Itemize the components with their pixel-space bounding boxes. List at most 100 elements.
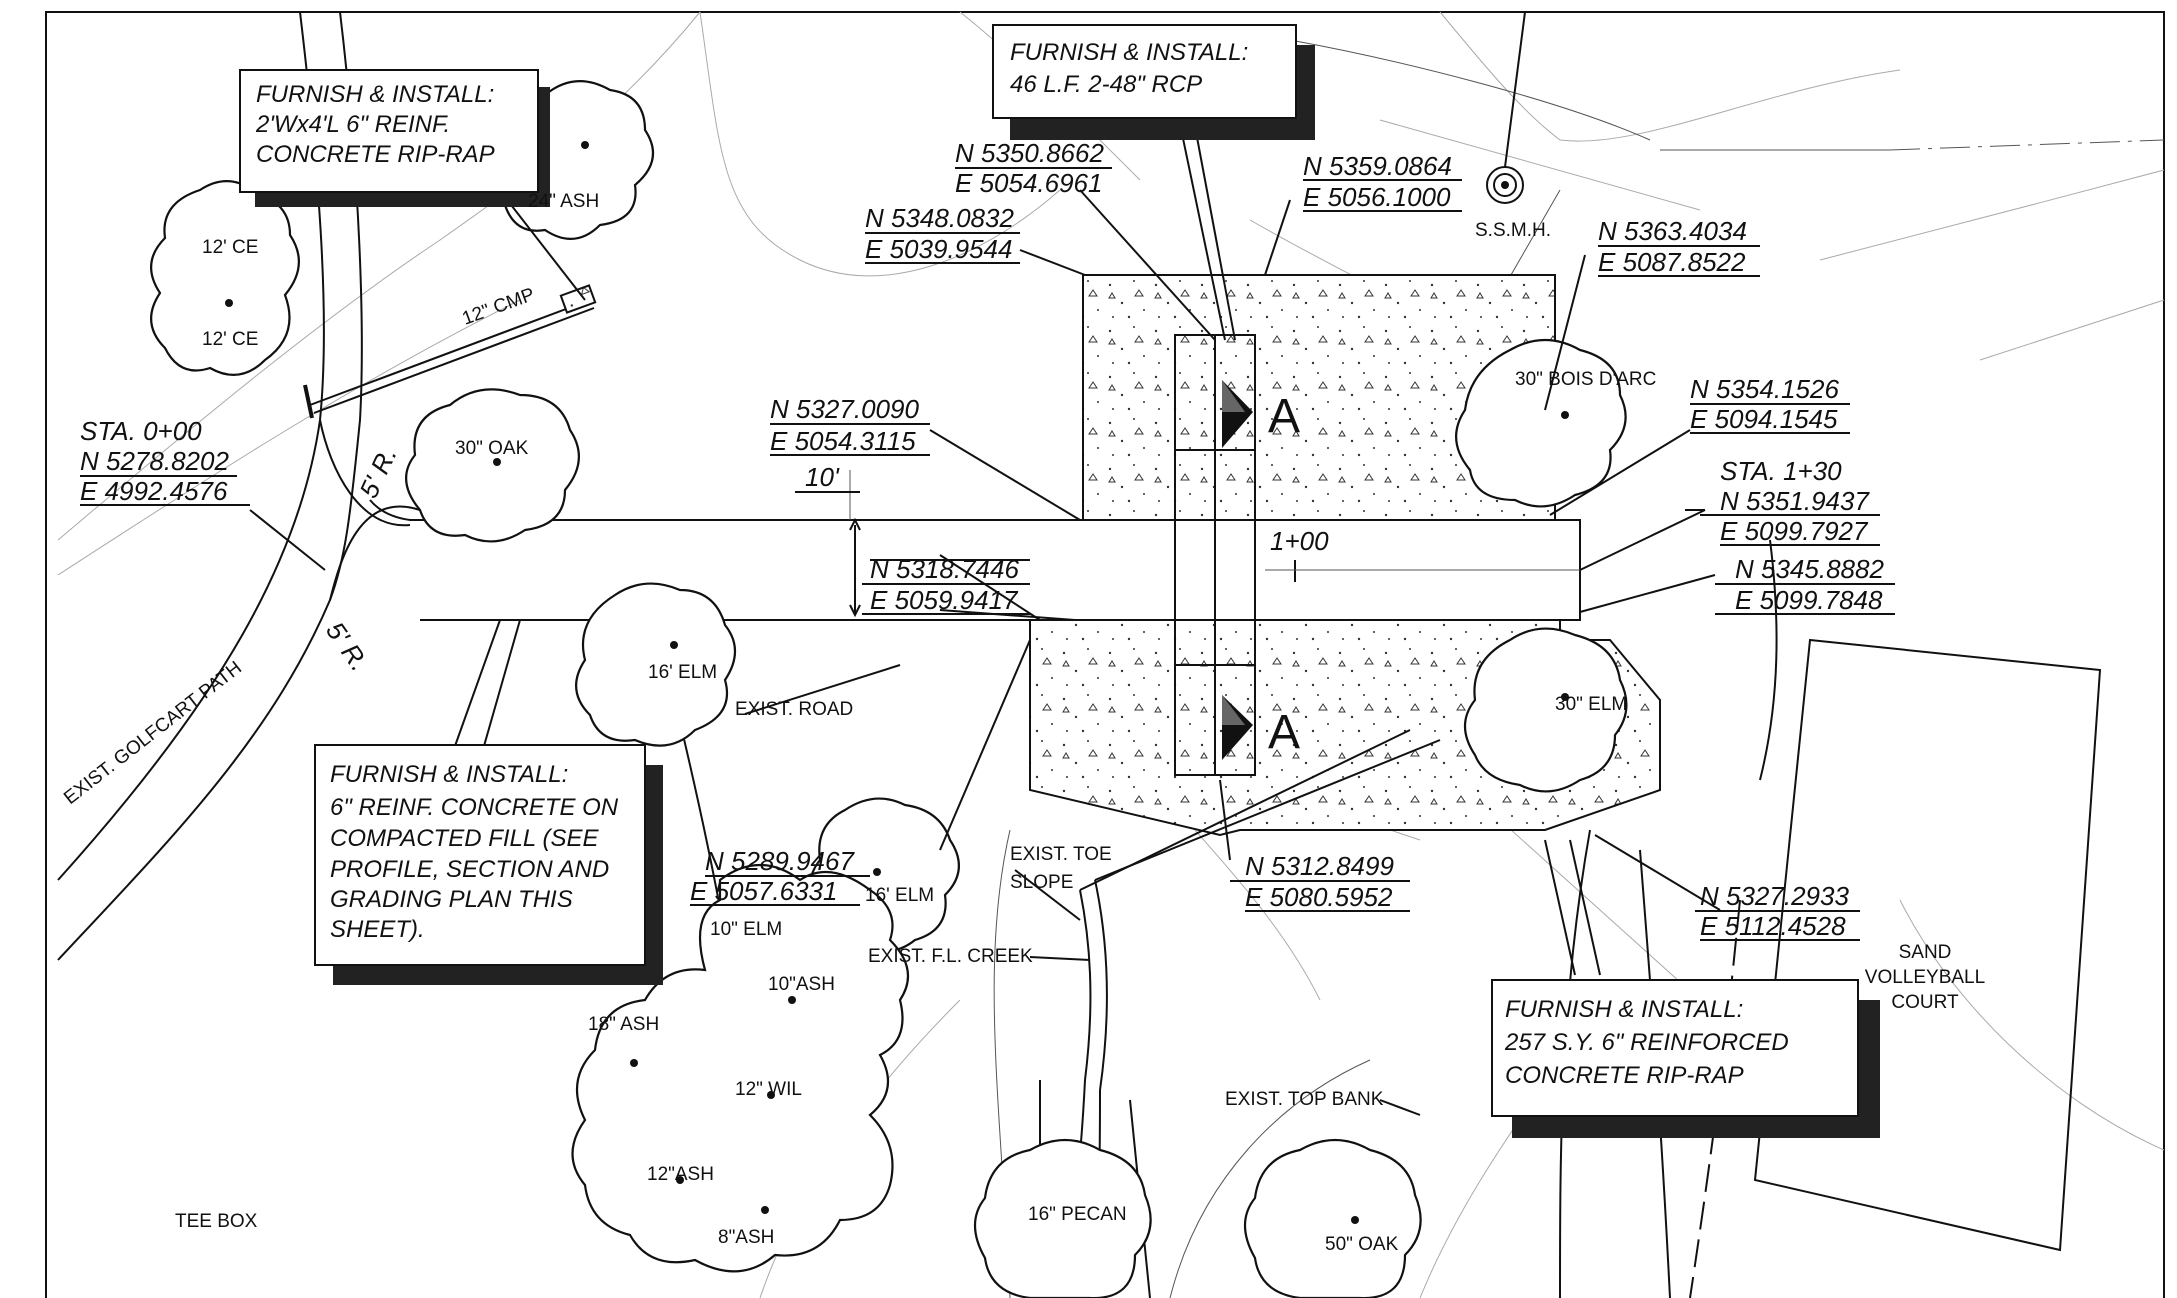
tree-oak-50 bbox=[1244, 1139, 1422, 1298]
tree-elm-16a bbox=[575, 582, 737, 747]
volleyball-label-3: COURT bbox=[1891, 992, 1959, 1013]
toe-slope-label-1: EXIST. TOE bbox=[1010, 844, 1112, 865]
svg-text:N 5348.0832: N 5348.0832 bbox=[865, 203, 1014, 233]
svg-text:N 5351.9437: N 5351.9437 bbox=[1720, 486, 1870, 516]
svg-text:CONCRETE RIP-RAP: CONCRETE RIP-RAP bbox=[256, 141, 495, 168]
svg-text:E 5054.6961: E 5054.6961 bbox=[955, 168, 1102, 198]
svg-text:10': 10' bbox=[805, 462, 840, 492]
tree-elm-30 bbox=[1463, 627, 1628, 793]
note-rcp: FURNISH & INSTALL: 46 L.F. 2-48" RCP bbox=[992, 24, 1315, 140]
leader-lines bbox=[249, 99, 1721, 1116]
volleyball-label-1: SAND bbox=[1899, 942, 1952, 963]
svg-text:N 5289.9467: N 5289.9467 bbox=[705, 846, 855, 876]
svg-text:E 5094.1545: E 5094.1545 bbox=[1690, 404, 1838, 434]
svg-text:E 5099.7848: E 5099.7848 bbox=[1735, 585, 1883, 615]
tree-label-wil12: 12" WIL bbox=[735, 1079, 802, 1100]
section-marker-a-north bbox=[1222, 380, 1253, 448]
svg-text:STA. 0+00: STA. 0+00 bbox=[80, 416, 202, 446]
coord-callout-3: N 5359.0864 E 5056.1000 bbox=[1303, 151, 1462, 212]
svg-text:E 5059.9417: E 5059.9417 bbox=[870, 585, 1019, 615]
svg-text:E 5057.6331: E 5057.6331 bbox=[690, 876, 837, 906]
tree-label-ash24: 24" ASH bbox=[528, 191, 599, 212]
note-riprap-small: FURNISH & INSTALL: 2'Wx4'L 6" REINF. CON… bbox=[239, 69, 550, 207]
coord-callout-10: N 5345.8882 E 5099.7848 bbox=[1715, 554, 1895, 615]
coord-callout-13: N 5327.2933 E 5112.4528 bbox=[1695, 881, 1860, 941]
coord-callout-2: N 5348.0832 E 5039.9544 bbox=[865, 203, 1020, 264]
tree-label-elm30: 30" ELM bbox=[1555, 694, 1627, 715]
trees bbox=[150, 80, 1628, 1298]
tree-label-ce1: 12' CE bbox=[202, 237, 258, 258]
creek-label: EXIST. F.L. CREEK bbox=[868, 946, 1033, 967]
station-label: 1+00 bbox=[1270, 526, 1329, 556]
cmp-culvert bbox=[303, 284, 597, 419]
tree-pecan-16 bbox=[974, 1139, 1152, 1298]
road-label: EXIST. ROAD bbox=[735, 699, 853, 720]
coord-callout-4: N 5363.4034 E 5087.8522 bbox=[1598, 216, 1760, 277]
coord-callout-7: N 5354.1526 E 5094.1545 bbox=[1690, 374, 1850, 434]
svg-text:CONCRETE RIP-RAP: CONCRETE RIP-RAP bbox=[1505, 1062, 1744, 1089]
tree-ce-cluster bbox=[150, 180, 300, 376]
svg-text:N 5359.0864: N 5359.0864 bbox=[1303, 151, 1452, 181]
tree-label-ash12: 12"ASH bbox=[647, 1164, 714, 1185]
note-riprap-large: FURNISH & INSTALL: 257 S.Y. 6" REINFORCE… bbox=[1491, 979, 1880, 1138]
top-bank-label: EXIST. TOP BANK bbox=[1225, 1089, 1384, 1110]
coord-callout-11: N 5289.9467 E 5057.6331 bbox=[690, 846, 870, 906]
svg-text:46 L.F. 2-48" RCP: 46 L.F. 2-48" RCP bbox=[1010, 71, 1202, 98]
svg-text:FURNISH & INSTALL:: FURNISH & INSTALL: bbox=[256, 81, 494, 108]
tree-label-bois: 30" BOIS D'ARC bbox=[1515, 369, 1656, 390]
radius-label-north: 5' R. bbox=[353, 442, 402, 502]
svg-text:N 5318.7446: N 5318.7446 bbox=[870, 554, 1019, 584]
svg-text:E 4992.4576: E 4992.4576 bbox=[80, 476, 228, 506]
tree-label-oak50: 50" OAK bbox=[1325, 1234, 1399, 1255]
tree-label-oak30: 30" OAK bbox=[455, 438, 529, 459]
svg-text:E 5080.5952: E 5080.5952 bbox=[1245, 882, 1393, 912]
svg-text:FURNISH & INSTALL:: FURNISH & INSTALL: bbox=[330, 761, 568, 788]
svg-text:E 5039.9544: E 5039.9544 bbox=[865, 234, 1012, 264]
svg-text:PROFILE, SECTION AND: PROFILE, SECTION AND bbox=[330, 856, 609, 883]
coord-callout-12: N 5312.8499 E 5080.5952 bbox=[1230, 851, 1410, 912]
svg-text:N 5327.0090: N 5327.0090 bbox=[770, 394, 919, 424]
manhole-symbol bbox=[1486, 11, 1526, 204]
svg-text:2'Wx4'L 6" REINF.: 2'Wx4'L 6" REINF. bbox=[255, 111, 450, 138]
coord-callout-5: N 5327.0090 E 5054.3115 10' bbox=[770, 394, 930, 493]
tree-label-ce2: 12' CE bbox=[202, 329, 258, 350]
golfcart-path-label: EXIST. GOLFCART PATH bbox=[60, 657, 246, 809]
tree-label-ash10: 10"ASH bbox=[768, 974, 835, 995]
coord-callout-6: STA. 0+00 N 5278.8202 E 4992.4576 bbox=[80, 416, 250, 506]
svg-text:FURNISH & INSTALL:: FURNISH & INSTALL: bbox=[1505, 996, 1743, 1023]
svg-text:E 5099.7927: E 5099.7927 bbox=[1720, 516, 1869, 546]
tree-label-elm16b: 16' ELM bbox=[865, 885, 934, 906]
svg-text:N 5354.1526: N 5354.1526 bbox=[1690, 374, 1839, 404]
tree-label-ash8: 8"ASH bbox=[718, 1227, 774, 1248]
svg-text:SHEET).: SHEET). bbox=[330, 916, 425, 943]
coord-callout-9: N 5318.7446 E 5059.9417 bbox=[862, 554, 1030, 615]
svg-text:COMPACTED FILL (SEE: COMPACTED FILL (SEE bbox=[330, 825, 599, 852]
svg-text:STA. 1+30: STA. 1+30 bbox=[1720, 456, 1842, 486]
tee-box-label: TEE BOX bbox=[175, 1211, 258, 1232]
tree-oak-30 bbox=[405, 388, 580, 543]
tree-label-elm16a: 16' ELM bbox=[648, 662, 717, 683]
tree-label-pecan16: 16" PECAN bbox=[1028, 1204, 1127, 1225]
svg-text:N 5350.8662: N 5350.8662 bbox=[955, 138, 1104, 168]
svg-text:E 5056.1000: E 5056.1000 bbox=[1303, 182, 1451, 212]
svg-text:GRADING PLAN THIS: GRADING PLAN THIS bbox=[330, 886, 573, 913]
svg-text:N 5363.4034: N 5363.4034 bbox=[1598, 216, 1747, 246]
section-marker-a-south bbox=[1222, 695, 1253, 760]
svg-text:257 S.Y. 6" REINFORCED: 257 S.Y. 6" REINFORCED bbox=[1504, 1029, 1789, 1056]
section-label-south: A bbox=[1268, 706, 1300, 759]
coord-callout-8: STA. 1+30 N 5351.9437 E 5099.7927 bbox=[1700, 456, 1880, 546]
volleyball-label-2: VOLLEYBALL bbox=[1865, 967, 1985, 988]
note-concrete-fill: FURNISH & INSTALL: 6" REINF. CONCRETE ON… bbox=[314, 744, 663, 985]
sheet-border bbox=[45, 11, 2165, 1298]
tree-bois-darc bbox=[1455, 339, 1627, 508]
svg-text:E 5054.3115: E 5054.3115 bbox=[770, 426, 916, 456]
section-label-north: A bbox=[1268, 390, 1300, 443]
svg-text:N 5327.2933: N 5327.2933 bbox=[1700, 881, 1849, 911]
cmp-label: 12" CMP bbox=[460, 284, 538, 330]
svg-text:N 5345.8882: N 5345.8882 bbox=[1735, 554, 1884, 584]
tree-cluster-south bbox=[571, 863, 910, 1273]
svg-text:N 5278.8202: N 5278.8202 bbox=[80, 446, 229, 476]
tree-label-elm10: 10" ELM bbox=[710, 919, 782, 940]
toe-slope-label-2: SLOPE bbox=[1010, 872, 1073, 893]
